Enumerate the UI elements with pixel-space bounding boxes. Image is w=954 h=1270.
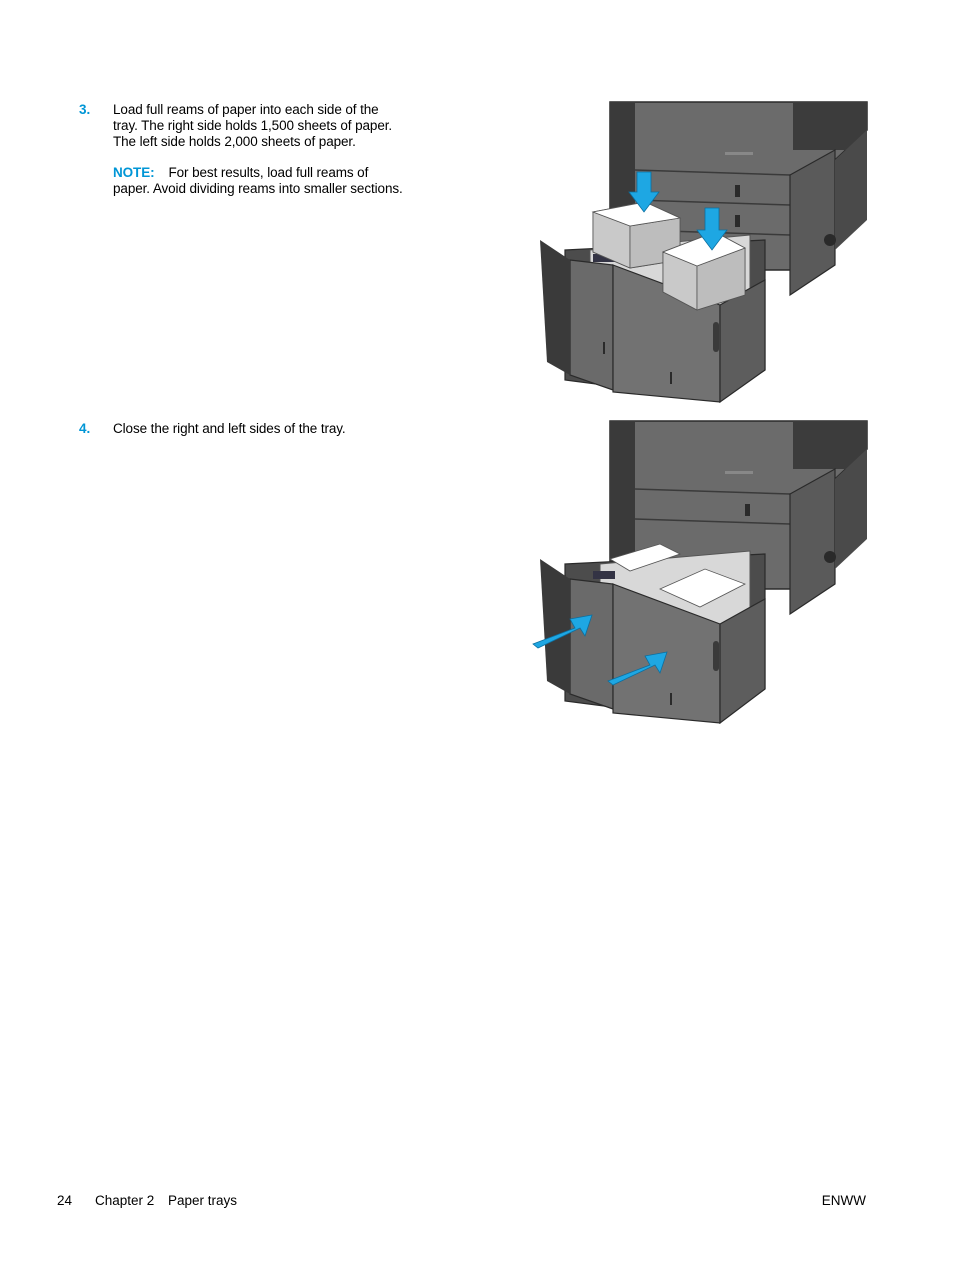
chapter-label: Chapter 2 bbox=[95, 1193, 154, 1209]
tray-closing-illustration bbox=[530, 419, 870, 724]
step-number: 3. bbox=[79, 102, 90, 118]
step-instruction: Load full reams of paper into each side … bbox=[113, 102, 453, 197]
step-line: The left side holds 2,000 sheets of pape… bbox=[113, 134, 453, 150]
doc-code: ENWW bbox=[822, 1193, 866, 1209]
step-instruction: Close the right and left sides of the tr… bbox=[113, 421, 453, 437]
note: NOTE: For best results, load full reams o… bbox=[113, 165, 453, 197]
note-line: For best results, load full reams of bbox=[169, 165, 369, 180]
page-number: 24 bbox=[57, 1193, 72, 1209]
step-line: Close the right and left sides of the tr… bbox=[113, 421, 453, 437]
section-title: Paper trays bbox=[168, 1193, 237, 1209]
step-number: 4. bbox=[79, 421, 90, 437]
step-line: tray. The right side holds 1,500 sheets … bbox=[113, 118, 453, 134]
tray-loading-illustration bbox=[535, 100, 870, 405]
step-line: Load full reams of paper into each side … bbox=[113, 102, 453, 118]
note-line: paper. Avoid dividing reams into smaller… bbox=[113, 181, 453, 197]
note-label: NOTE: bbox=[113, 165, 155, 180]
